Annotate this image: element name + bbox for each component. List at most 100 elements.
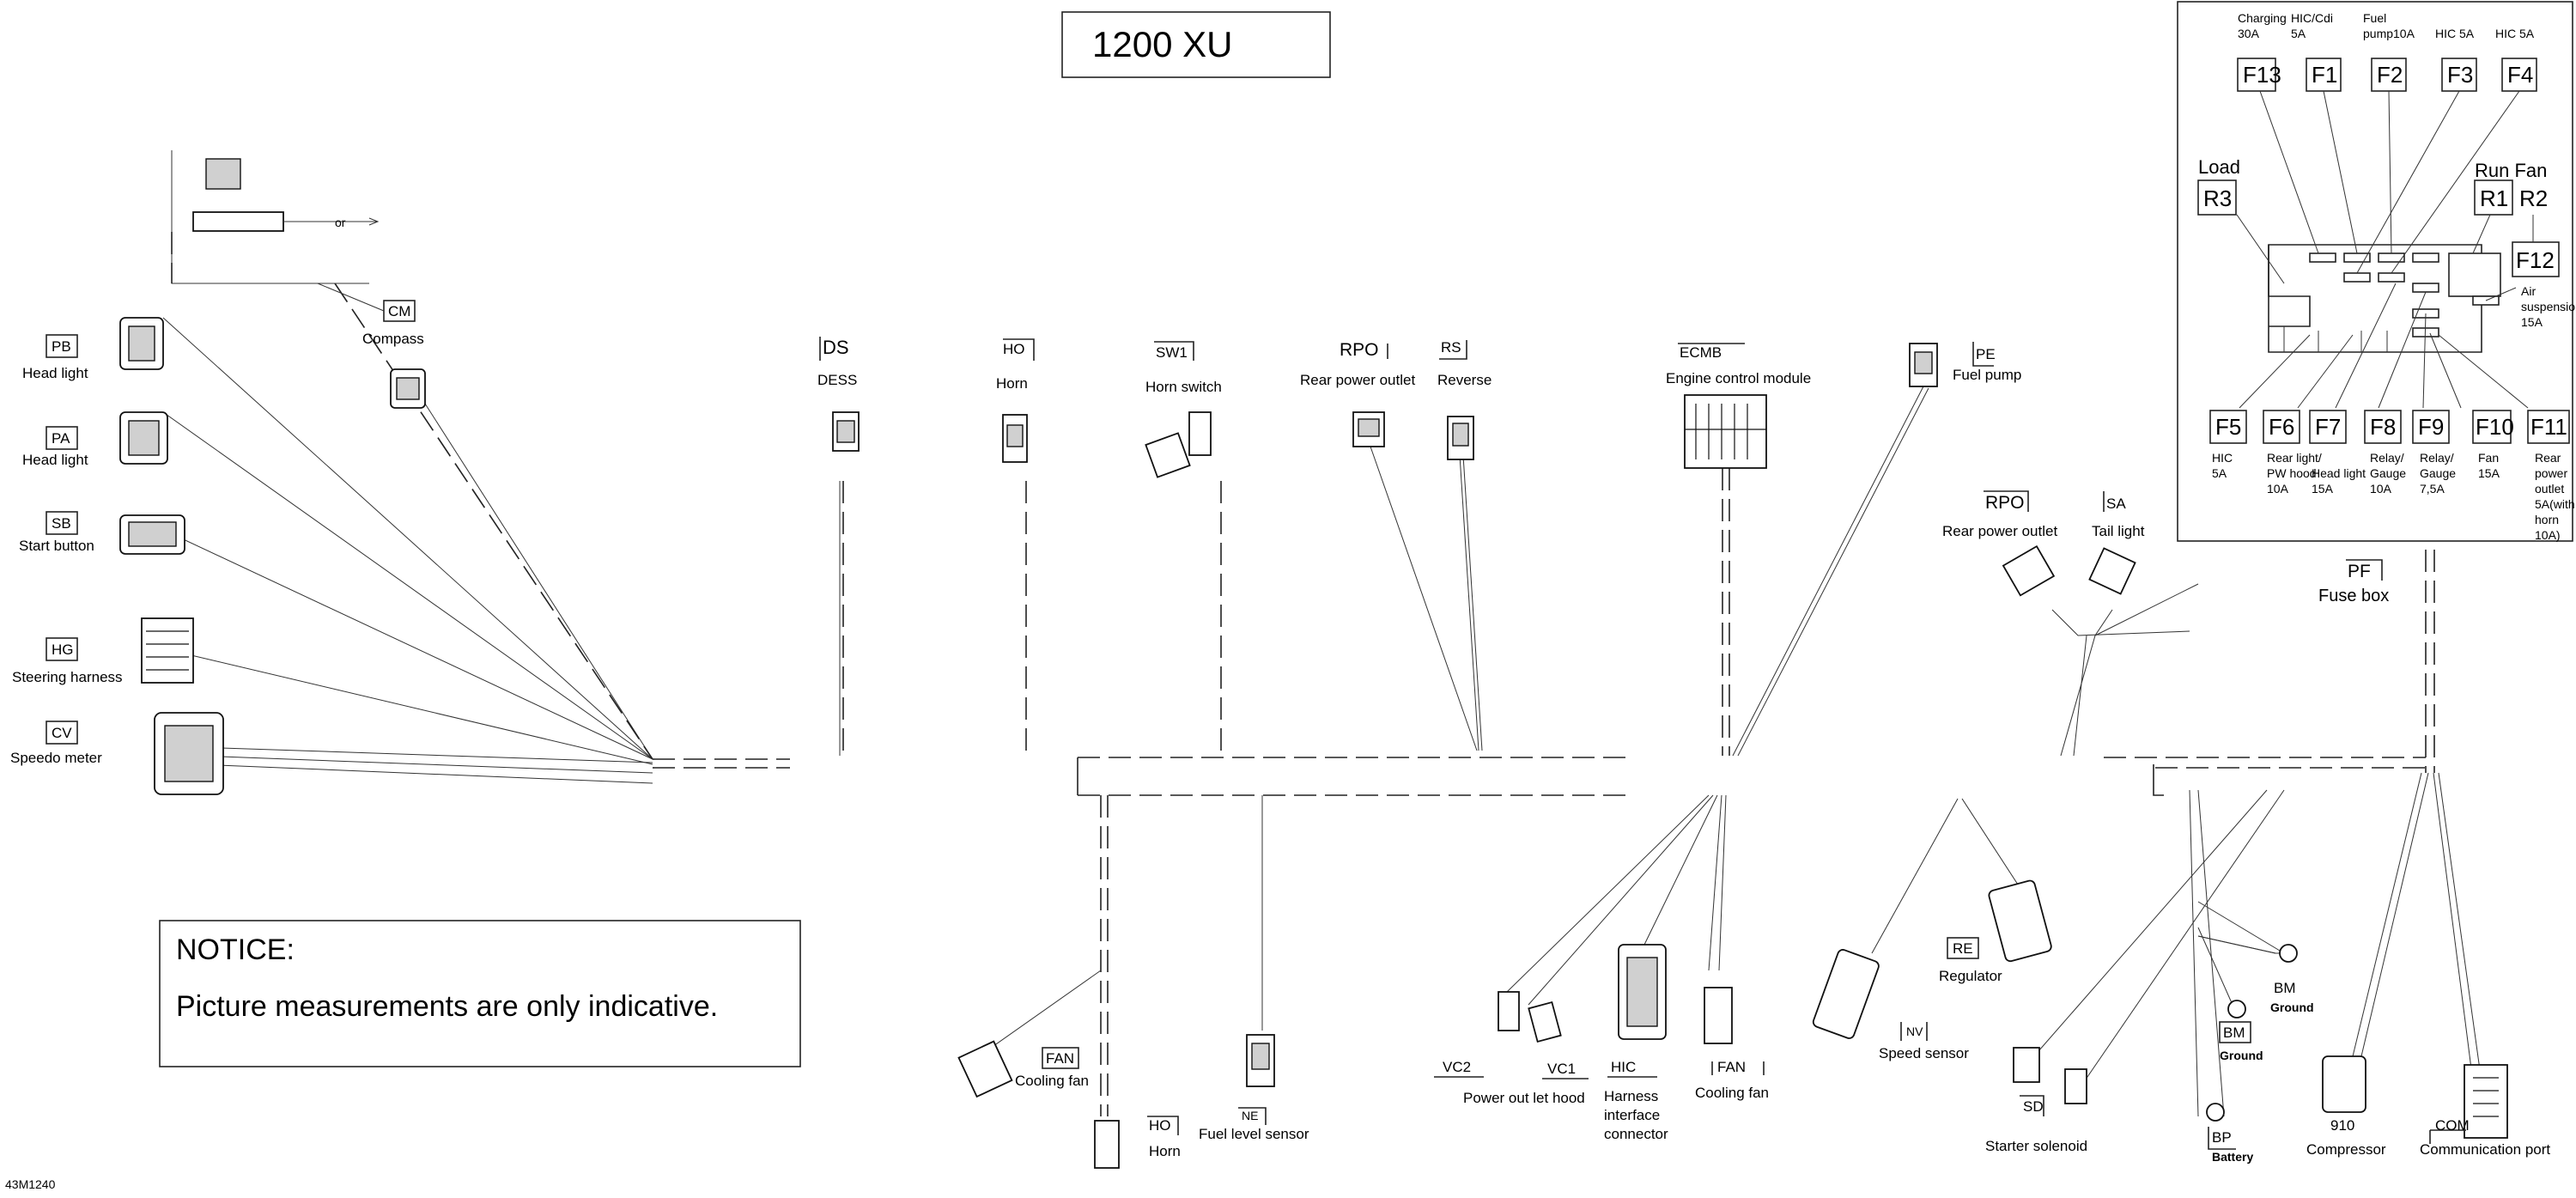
fuse-f9-line2: Gauge [2420,466,2456,480]
code-bp: BP [2212,1129,2232,1146]
fuse-f6-line3: 10A [2267,482,2289,496]
code-cm: CM [388,303,410,319]
connector-re-icon [1988,879,2052,963]
fuse-f8-line1: Relay/ [2370,451,2404,465]
label-hg: Steering harness [12,669,123,685]
fuse-f1: F1 [2312,62,2337,88]
connector-rpo-top-icon [1352,411,1385,447]
label-pf: Fuse box [2318,587,2389,605]
fuse-f6-line2: PW hood [2267,466,2317,480]
connector-sa-icon [2088,547,2136,595]
code-sb: SB [52,515,71,532]
connector-nv-icon [1812,949,1880,1039]
code-nv: NV [1906,1025,1923,1038]
connector-icons [119,317,2508,1169]
fuse-f10: F10 [2476,414,2514,440]
relay-label-runfan: Run Fan [2475,160,2547,181]
fuse-f5-line2: 5A [2212,466,2227,480]
code-bm1: BM [2274,980,2296,996]
relay-label-load: Load [2198,156,2240,178]
fuse-top-label-4: HIC 5A [2435,27,2475,40]
label-hic-2: interface [1604,1107,1660,1123]
code-bm2: BM [2223,1025,2245,1041]
connector-bm2-icon [2227,1000,2246,1019]
label-fan-left: Cooling fan [1015,1073,1089,1089]
label-cm: Compass [362,331,424,347]
detail-insert: or [171,150,380,284]
connector-hg-icon [141,617,194,684]
label-ds: DESS [817,372,857,388]
label-910: Compressor [2306,1141,2386,1158]
label-ho-top: Horn [996,375,1028,392]
fuse-f9-line3: 7,5A [2420,482,2445,496]
code-sa: SA [2106,496,2126,512]
fuse-f12-line1: Air [2521,284,2536,298]
connector-labels: CM Compass PB Head light PA Head light S… [10,283,2550,1164]
connector-ds-icon [832,411,860,452]
fuse-f6-line1: Rear light/ [2267,451,2322,465]
relay-r3: R3 [2203,185,2232,211]
code-rpo-top: RPO [1340,340,1379,360]
fuse-f11-line3: outlet [2535,482,2564,496]
label-sa: Tail light [2092,523,2145,539]
fuse-f9: F9 [2418,414,2444,440]
code-sd: SD [2023,1098,2044,1115]
label-hic-1: Harness [1604,1088,1658,1104]
code-rpo-right: RPO [1985,493,2025,513]
connector-com-icon [2464,1064,2508,1139]
label-cv: Speedo meter [10,750,102,766]
label-sb: Start button [19,538,94,554]
fuse-f12-line2: suspension [2521,300,2576,313]
code-hic: HIC [1611,1059,1636,1075]
fuse-f12: F12 [2516,247,2555,273]
notice-text: Picture measurements are only indicative… [176,990,718,1023]
fuse-f11-line2: power [2535,466,2567,480]
connector-ho-top-icon [1002,414,1028,463]
connector-sd-icon [2013,1047,2087,1104]
fuse-f8-line2: Gauge [2370,466,2406,480]
connector-bm1-icon [2279,944,2298,963]
code-fan-left: FAN [1046,1050,1074,1067]
fuse-top-label-2a: HIC/Cdi [2291,11,2333,25]
fuse-f6: F6 [2269,414,2294,440]
fuse-f11-line4: 5A(with [2535,497,2575,511]
notice-box [159,920,801,1067]
label-hic-3: connector [1604,1126,1668,1142]
label-vc1: Power out let hood [1463,1090,1585,1106]
code-pb: PB [52,338,71,355]
connector-cv-icon [154,712,224,795]
notice-heading: NOTICE: [176,933,295,966]
fuse-f11-line5: horn [2535,513,2559,526]
code-vc2: VC2 [1443,1059,1471,1075]
connector-rpo-right-icon [2002,544,2056,597]
fuse-top-label-3b: pump10A [2363,27,2415,40]
title-box [1061,11,1331,78]
connector-pa-icon [119,411,168,465]
connector-vc1-icon [1528,1000,1562,1043]
code-fan-right: FAN [1717,1059,1746,1075]
fuse-f11-line6: 10A) [2535,528,2561,542]
fuse-f13: F13 [2243,62,2281,88]
harness-wires [162,283,2482,1117]
code-pa: PA [52,430,70,447]
fuse-f8-line3: 10A [2370,482,2392,496]
code-rs: RS [1441,339,1461,356]
fuse-top-label-2b: 5A [2291,27,2306,40]
label-ecmb: Engine control module [1666,370,1811,386]
drawing-number: 43M1240 [5,1177,56,1191]
connector-fan-left-icon [957,1040,1013,1098]
label-bp: Battery [2212,1150,2253,1164]
connector-pb-icon [119,317,164,370]
connector-rs-icon [1447,416,1474,460]
code-ne: NE [1242,1109,1258,1122]
connector-pe-icon [1909,343,1938,387]
code-cv: CV [52,725,72,741]
fuse-f12-line3: 15A [2521,315,2543,329]
diagram-title: 1200 XU [1092,24,1232,64]
fuse-f3: F3 [2447,62,2473,88]
code-com: COM [2435,1117,2470,1134]
relay-r1: R1 [2480,185,2508,211]
code-re: RE [1953,940,1973,957]
fuse-f10-line1: Fan [2478,451,2499,465]
